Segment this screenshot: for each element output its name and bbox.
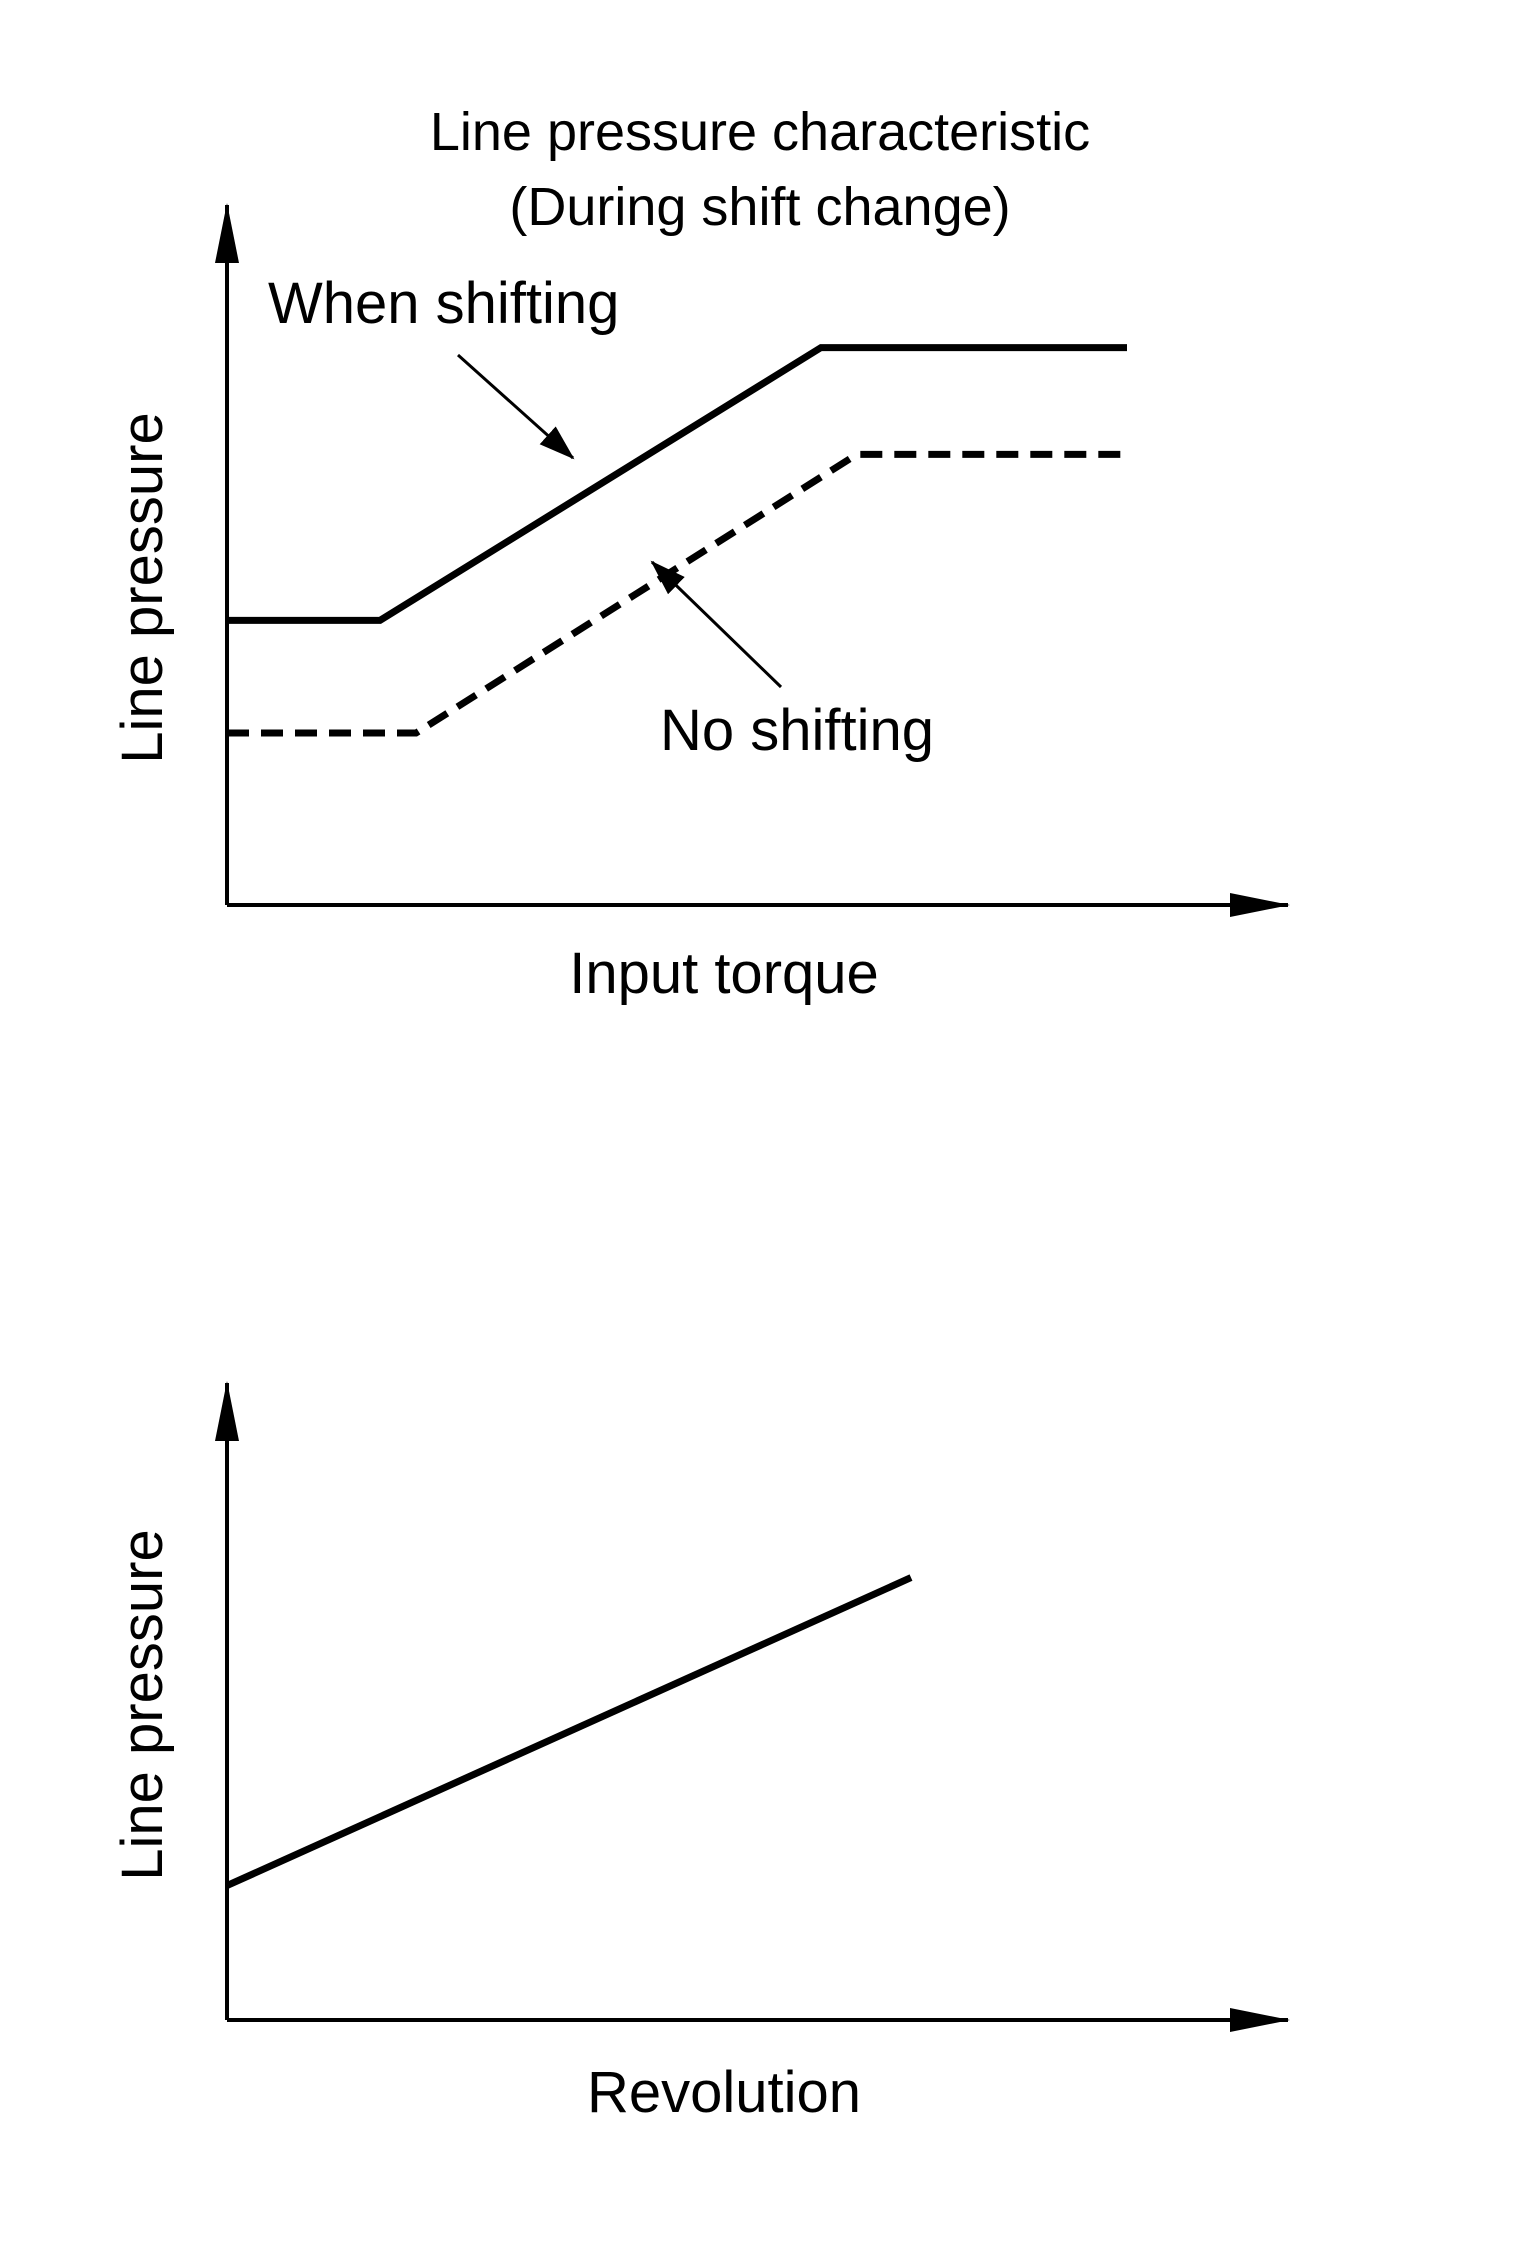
- chart-1-annotation-no-shifting: No shifting: [660, 698, 934, 763]
- chart-1-series-when-shifting: [227, 344, 1127, 624]
- chart-1-series-group: [227, 344, 1127, 737]
- chart-1-y-axis-label: Line pressure: [110, 412, 175, 763]
- chart-1-series-no-shifting: [227, 450, 1127, 737]
- chart-1-x-axis-label: Input torque: [569, 941, 879, 1006]
- chart-2-y-axis-label: Line pressure: [110, 1529, 175, 1880]
- chart-1-annotation-when-shifting-pointer: [456, 353, 575, 460]
- chart-2-series-line: [225, 1574, 913, 1889]
- chart-1-title: Line pressure characteristic: [430, 102, 1090, 162]
- chart-2: Line pressure Revolution: [110, 1381, 1290, 2125]
- chart-1-annotation-when-shifting: When shifting: [268, 271, 619, 336]
- chart-1-subtitle: (During shift change): [509, 177, 1010, 237]
- chart-2-x-axis-label: Revolution: [587, 2060, 861, 2125]
- chart-1: Line pressure characteristic (During shi…: [110, 102, 1290, 1006]
- chart-2-series-group: [225, 1574, 913, 1889]
- chart-1-annotation-no-shifting-pointer: [650, 560, 783, 689]
